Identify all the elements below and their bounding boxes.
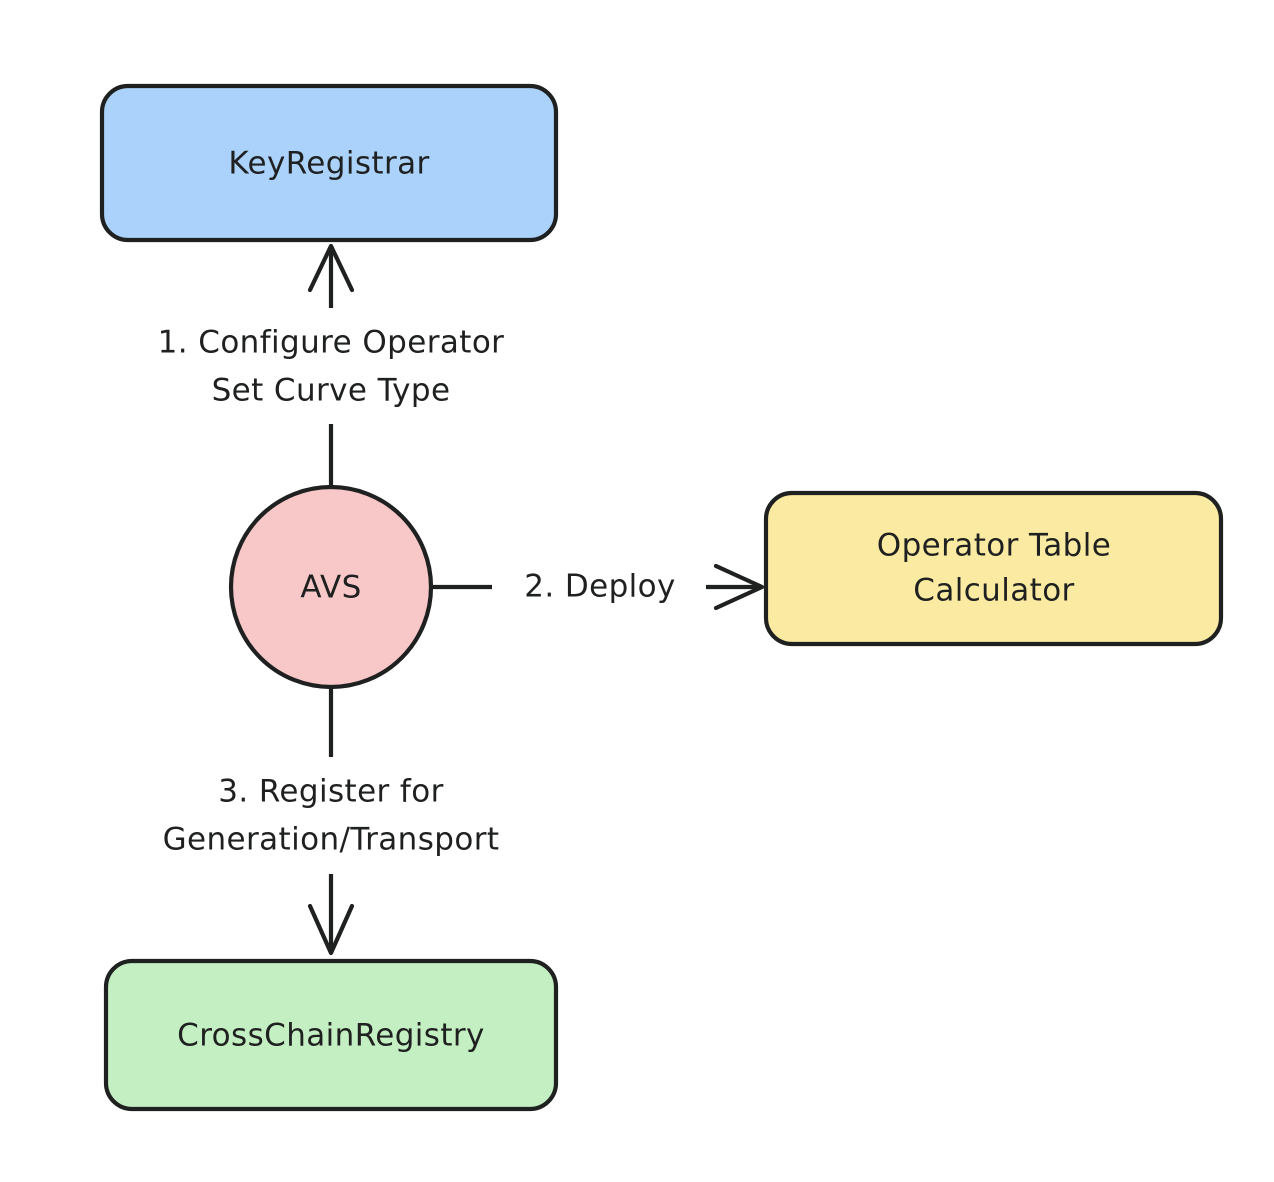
node-avs[interactable]: AVS bbox=[228, 484, 434, 690]
edge-3-arrowhead-down bbox=[307, 903, 355, 956]
edge-1-label: 1. Configure Operator Set Curve Type bbox=[108, 318, 558, 418]
node-operator-table-calculator[interactable]: Operator Table Calculator bbox=[763, 490, 1224, 647]
edge-1-label-line-1: 1. Configure Operator bbox=[158, 325, 505, 361]
edge-2-label: 2. Deploy bbox=[494, 560, 704, 614]
avs-circle[interactable] bbox=[228, 484, 434, 690]
edge-1-label-backdrop bbox=[108, 318, 558, 418]
crosschainregistry-label: CrossChainRegistry bbox=[177, 1018, 485, 1054]
edge-3-label-line-1: 3. Register for bbox=[218, 774, 444, 810]
edge-avs-to-operator-table-calculator bbox=[433, 563, 765, 611]
crosschainregistry-box[interactable] bbox=[103, 958, 559, 1112]
operator-table-calculator-label-line-1: Operator Table bbox=[877, 528, 1111, 564]
node-keyregistrar[interactable]: KeyRegistrar bbox=[99, 83, 559, 243]
keyregistrar-label: KeyRegistrar bbox=[228, 146, 429, 182]
edge-1-arrowhead-up bbox=[307, 243, 355, 293]
edge-avs-to-crosschainregistry bbox=[307, 687, 355, 956]
edge-3-label-line-2: Generation/Transport bbox=[163, 822, 500, 858]
edge-3-label: 3. Register for Generation/Transport bbox=[100, 766, 570, 868]
edge-avs-to-keyregistrar bbox=[307, 243, 355, 487]
keyregistrar-box[interactable] bbox=[99, 83, 559, 243]
node-crosschainregistry[interactable]: CrossChainRegistry bbox=[103, 958, 559, 1112]
avs-label: AVS bbox=[300, 570, 361, 606]
edge-1-label-line-2: Set Curve Type bbox=[212, 373, 451, 409]
edge-3-label-backdrop bbox=[100, 766, 570, 868]
edge-2-arrowhead-right bbox=[713, 563, 765, 611]
operator-table-calculator-label-line-2: Calculator bbox=[913, 573, 1074, 609]
operator-table-calculator-box[interactable] bbox=[763, 490, 1224, 647]
edge-2-label-line-1: 2. Deploy bbox=[524, 569, 676, 605]
edge-2-label-backdrop bbox=[494, 560, 704, 614]
